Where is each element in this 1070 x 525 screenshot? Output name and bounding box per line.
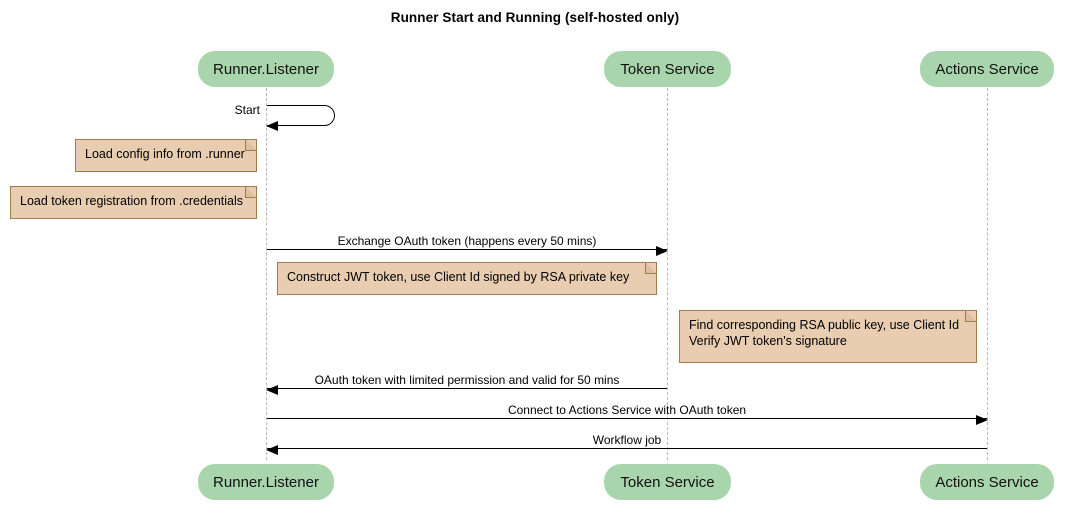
- message-label: Connect to Actions Service with OAuth to…: [507, 403, 747, 417]
- message-connect-actions-service: Connect to Actions Service with OAuth to…: [267, 401, 988, 425]
- note-line: Construct JWT token, use Client Id signe…: [287, 270, 630, 284]
- note-load-config: Load config info from .runner: [75, 139, 257, 172]
- message-label: Exchange OAuth token (happens every 50 m…: [337, 234, 597, 248]
- note-line: Find corresponding RSA public key, use C…: [689, 318, 960, 332]
- participant-label: Actions Service: [935, 60, 1039, 78]
- participant-label: Runner.Listener: [213, 473, 319, 491]
- note-fold-corner-icon: [965, 310, 977, 322]
- participant-label: Token Service: [620, 473, 715, 491]
- arrow-head-left-icon: [266, 121, 278, 132]
- message-workflow-job: Workflow job: [266, 431, 987, 455]
- participant-runner-listener-top[interactable]: Runner.Listener: [198, 51, 334, 87]
- message-oauth-token-return: OAuth token with limited permission and …: [266, 371, 667, 395]
- lifeline-runner: [266, 88, 267, 460]
- diagram-title: Runner Start and Running (self-hosted on…: [390, 10, 680, 25]
- message-line: [267, 448, 987, 449]
- note-fold-corner-icon: [245, 186, 257, 198]
- message-line: [267, 418, 987, 419]
- message-label: Workflow job: [592, 433, 662, 447]
- participant-label: Token Service: [620, 60, 715, 78]
- participant-actions-service-bottom[interactable]: Actions Service: [920, 464, 1054, 500]
- arrow-head-right-icon: [976, 414, 988, 425]
- self-message-start: [266, 105, 335, 132]
- participant-token-service-bottom[interactable]: Token Service: [604, 464, 731, 500]
- self-message-label-start: Start: [234, 103, 260, 117]
- note-verify-jwt-signature: Find corresponding RSA public key, use C…: [679, 310, 977, 363]
- note-fold-corner-icon: [245, 139, 257, 151]
- note-line: Load config info from .runner: [85, 147, 245, 161]
- message-line: [267, 388, 667, 389]
- arrow-head-left-icon: [266, 384, 278, 395]
- participant-label: Actions Service: [935, 473, 1039, 491]
- message-label: OAuth token with limited permission and …: [314, 373, 620, 387]
- note-load-token-registration: Load token registration from .credential…: [10, 186, 257, 219]
- note-construct-jwt-token: Construct JWT token, use Client Id signe…: [277, 262, 657, 295]
- lifeline-token: [667, 88, 668, 460]
- arrow-head-left-icon: [266, 444, 278, 455]
- arrow-head-right-icon: [656, 245, 668, 256]
- participant-token-service-top[interactable]: Token Service: [604, 51, 731, 87]
- message-line: [267, 249, 667, 250]
- note-line: Verify JWT token's signature: [689, 334, 847, 348]
- participant-runner-listener-bottom[interactable]: Runner.Listener: [198, 464, 334, 500]
- message-exchange-oauth-token: Exchange OAuth token (happens every 50 m…: [267, 232, 668, 256]
- note-fold-corner-icon: [645, 262, 657, 274]
- note-line: Load token registration from .credential…: [20, 194, 244, 208]
- participant-actions-service-top[interactable]: Actions Service: [920, 51, 1054, 87]
- self-message-loop: [267, 105, 335, 126]
- participant-label: Runner.Listener: [213, 60, 319, 78]
- lifeline-actions: [987, 88, 988, 460]
